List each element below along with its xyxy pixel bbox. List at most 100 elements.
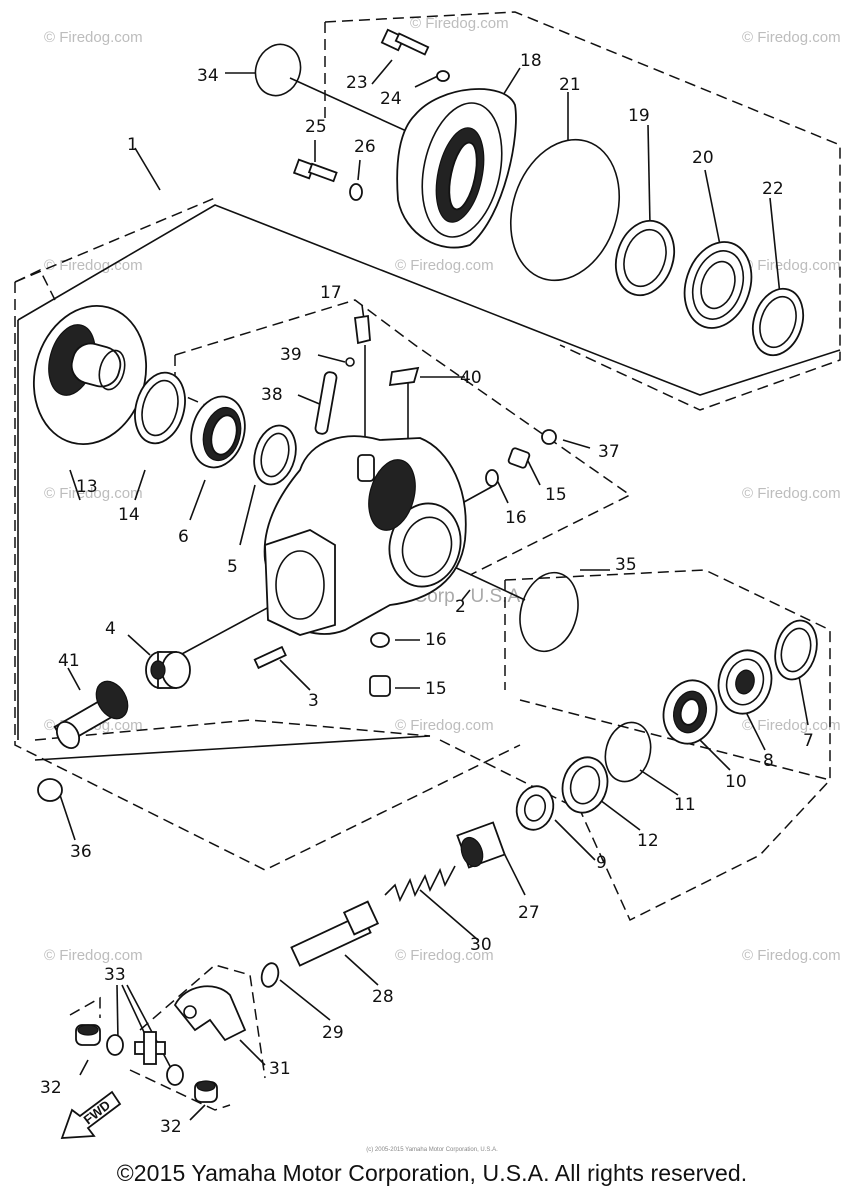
bearing-6 (190, 395, 246, 469)
final-gear-cover-18 (396, 88, 517, 249)
parts: FWD (32, 28, 818, 1139)
leader-32 (189, 1104, 206, 1121)
o-ring-35 (519, 571, 579, 653)
washer-24 (436, 70, 450, 82)
callout-16: 16 (505, 508, 527, 528)
bearing-4 (145, 651, 191, 689)
callout-labels: 34 23 24 18 21 19 20 22 25 26 1 17 39 38… (40, 51, 814, 1137)
plug-37 (541, 429, 557, 445)
leader-24 (414, 74, 441, 88)
breather-17 (354, 314, 371, 345)
thrust-washer-14 (134, 371, 186, 445)
drain-bolt-15 (507, 447, 531, 469)
callout-30: 30 (470, 935, 492, 955)
nut-36 (37, 778, 63, 802)
leader-20 (704, 169, 721, 246)
stud-3 (253, 645, 287, 670)
callout-17: 17 (320, 283, 342, 303)
callout-35: 35 (615, 555, 637, 575)
leader-16 (496, 479, 509, 504)
frame-line (17, 204, 841, 396)
yoke-31 (173, 985, 247, 1042)
drain-bolt-15 (369, 675, 391, 697)
callout-11: 11 (674, 795, 696, 815)
watermark: © Firedog.com (44, 947, 143, 964)
callout-6: 6 (178, 527, 189, 547)
plate-40 (388, 366, 420, 387)
leader-9 (554, 819, 596, 861)
watermark: © Firedog.com (44, 257, 143, 274)
spider-33 (106, 1031, 184, 1086)
leader-13 (69, 469, 81, 501)
callout-13: 13 (76, 477, 98, 497)
shim-5 (253, 424, 297, 486)
leader-26 (357, 159, 361, 181)
callout-15: 15 (425, 679, 447, 699)
housing-group-outline (174, 299, 632, 576)
leader-1 (134, 147, 161, 191)
o-ring-21 (509, 138, 621, 282)
leader-39 (317, 354, 346, 363)
watermark: © Firedog.com (395, 257, 494, 274)
watermark: © Firedog.com (44, 29, 143, 46)
leader-37 (562, 439, 591, 449)
circlip-29 (260, 962, 280, 988)
leader-28 (344, 954, 379, 986)
washer-16 (485, 469, 499, 487)
callout-5: 5 (227, 557, 238, 577)
assembly-1-outline (14, 282, 521, 871)
cover-group-outline (324, 11, 841, 411)
clip-39 (345, 357, 355, 367)
callout-41: 41 (58, 651, 80, 671)
joint-group-outline (129, 1069, 231, 1111)
callout-31: 31 (269, 1059, 291, 1079)
callout-12: 12 (637, 831, 659, 851)
leader-23 (371, 59, 393, 85)
leader-27 (504, 854, 526, 896)
leader-10 (699, 739, 731, 771)
leader-31 (239, 1039, 266, 1066)
callout-8: 8 (763, 751, 774, 771)
leader-38 (297, 394, 323, 406)
callout-15: 15 (545, 485, 567, 505)
leader-3 (279, 659, 311, 691)
callout-7: 7 (803, 731, 814, 751)
callout-20: 20 (692, 148, 714, 168)
assembly-1-frame (17, 204, 841, 761)
leader-11 (639, 769, 679, 796)
seal-12 (561, 756, 609, 814)
assembly-1-outline (14, 269, 56, 301)
leader-36 (59, 794, 76, 841)
callout-19: 19 (628, 106, 650, 126)
watermark: © Firedog.com (742, 947, 841, 964)
leader-29 (279, 979, 331, 1021)
copyright-footer: ©2015 Yamaha Motor Corporation, U.S.A. A… (116, 1160, 748, 1186)
callout-14: 14 (118, 505, 140, 525)
callout-10: 10 (725, 772, 747, 792)
leader-33 (116, 984, 119, 1041)
bearing-group-outline (504, 569, 831, 781)
collar-9 (515, 785, 555, 831)
callout-37: 37 (598, 442, 620, 462)
axis-line (179, 599, 283, 656)
joint-group-outline (69, 996, 101, 1018)
callout-26: 26 (354, 137, 376, 157)
callout-2: 2 (455, 597, 466, 617)
leader-32 (79, 1059, 89, 1076)
bolt-25 (292, 158, 338, 183)
callout-24: 24 (380, 89, 402, 109)
callout-23: 23 (346, 73, 368, 93)
bearing-8 (717, 649, 773, 715)
forward-arrow-icon: FWD (60, 1090, 122, 1139)
leader-6 (189, 479, 206, 521)
leader-2 (461, 589, 471, 601)
washer-16 (370, 632, 390, 648)
watermark: © Firedog.com (742, 257, 841, 274)
callout-38: 38 (261, 385, 283, 405)
leader-41 (67, 667, 81, 691)
leader-33 (126, 984, 173, 1071)
callout-39: 39 (280, 345, 302, 365)
callout-27: 27 (518, 903, 540, 923)
oil-seal-7 (774, 619, 818, 681)
